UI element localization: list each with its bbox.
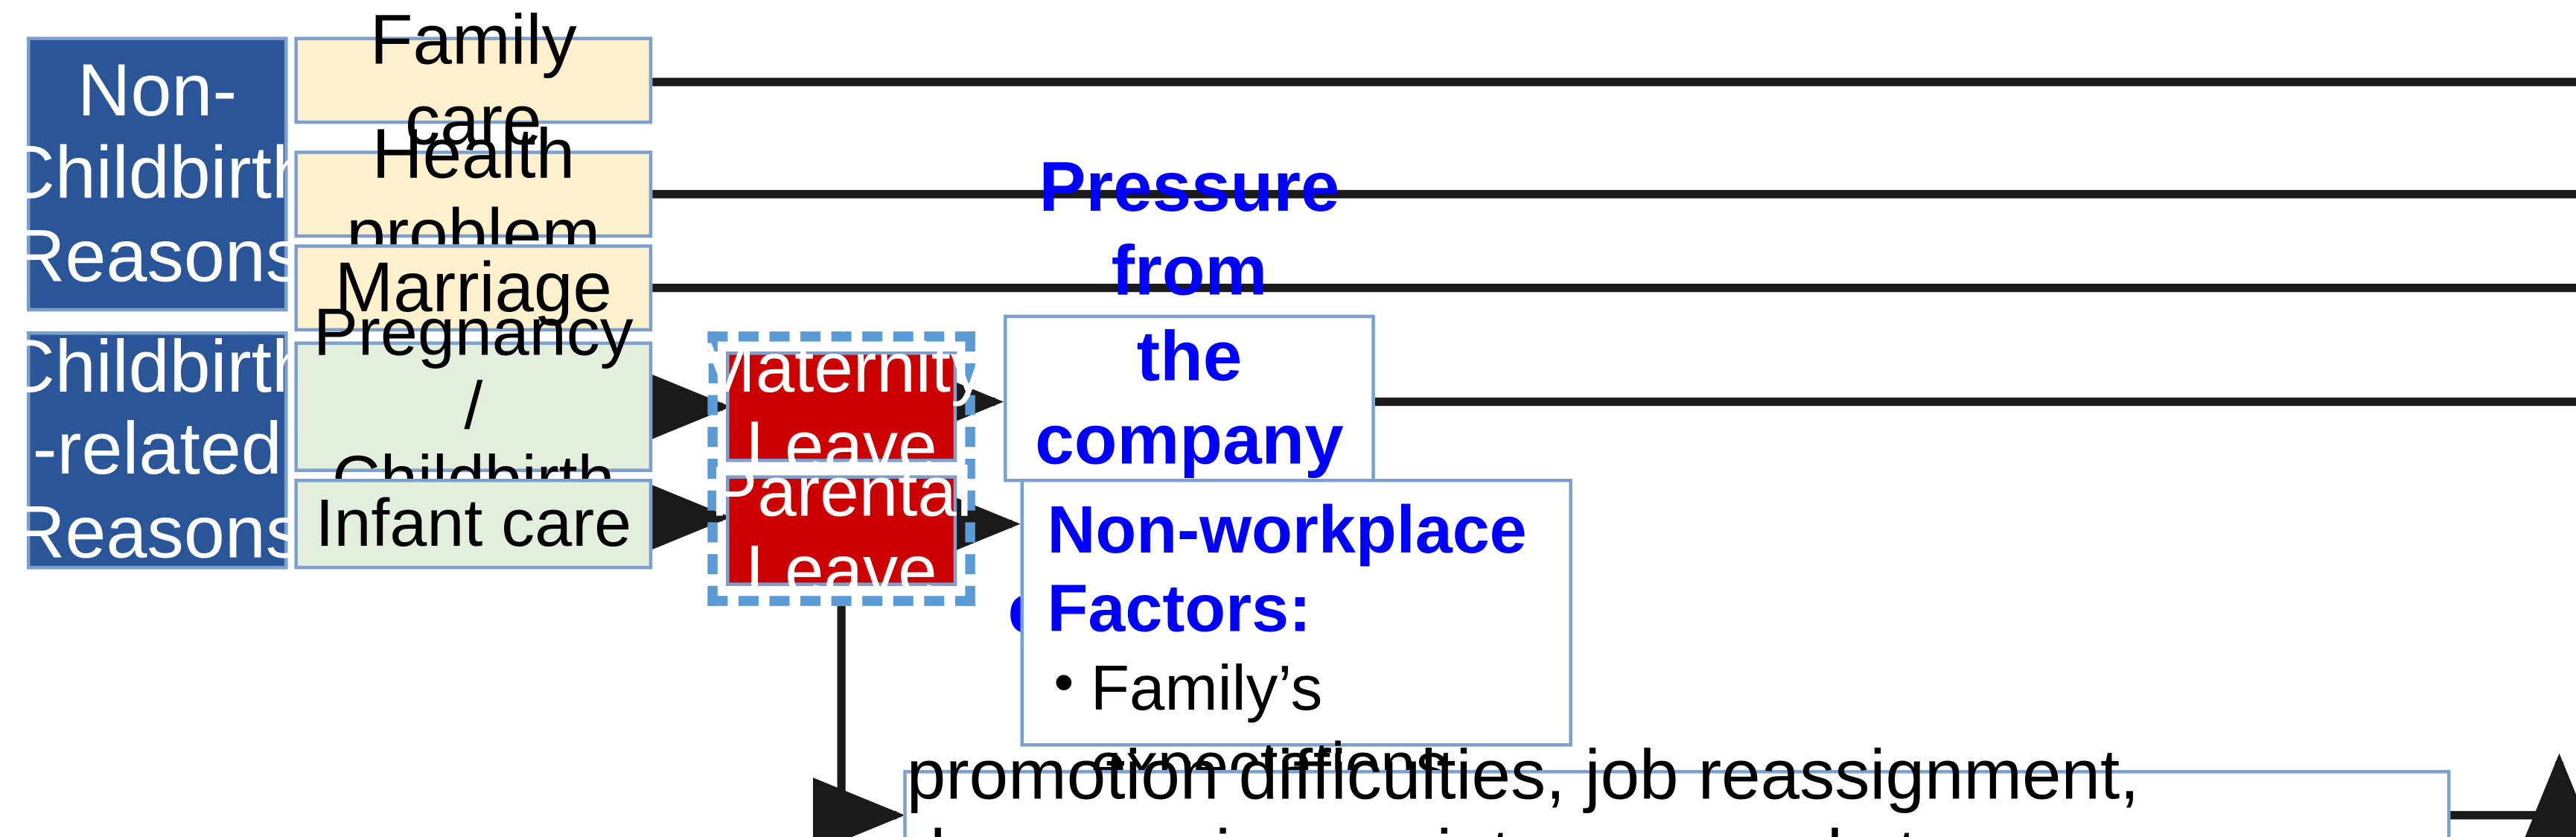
parental-leave-line1: Parental	[710, 451, 972, 531]
category-non-childbirth[interactable]: Non-Childbirth Reasons	[1, 36, 313, 312]
pressure-from-company-box[interactable]: Pressure from the company or colleagues	[1004, 147, 1375, 647]
link-stressors-to-return	[2450, 753, 2576, 837]
parental-leave-line2: Leave	[745, 530, 937, 610]
reason-pregnancy-line1: Pregnancy /	[313, 296, 634, 444]
category-childbirth-related-label: Childbirth -related Reasons	[1, 326, 313, 574]
category-childbirth-related[interactable]: Childbirth -related Reasons	[1, 327, 313, 574]
non-workplace-factors-heading: Non-workplace Factors:	[1047, 494, 1527, 647]
reason-pregnancy-childbirth[interactable]: Pregnancy / Childbirth	[294, 296, 653, 518]
reason-health-problem[interactable]: Health problem	[294, 114, 653, 273]
maternity-leave-line2: Leave	[745, 407, 937, 486]
reason-family-care[interactable]: Family care	[294, 0, 653, 159]
maternity-leave-line1: Maternity	[697, 328, 986, 407]
reason-marriage[interactable]: Marriage	[294, 244, 653, 332]
reason-infant-care[interactable]: Infant care	[294, 478, 653, 570]
reason-infant-care-label: Infant care	[315, 487, 632, 561]
non-workplace-factors-box[interactable]: Non-workplace Factors: Family’s expectat…	[1020, 478, 1572, 837]
link-leave-to-stressors	[812, 605, 905, 837]
leave-group-outline	[707, 331, 975, 606]
reason-marriage-label: Marriage	[334, 247, 612, 327]
parental-leave-box[interactable]: Parental Leave	[710, 452, 972, 609]
non-workplace-factor-item: Family’s expectations	[1047, 650, 1546, 806]
workplace-stressors-bar[interactable]: promotion difficulties, job reassignment…	[903, 735, 2451, 837]
workplace-stressors-label: promotion difficulties, job reassignment…	[906, 734, 2140, 837]
pressure-line2: the company	[1035, 315, 1344, 479]
pressure-line1: Pressure from	[1039, 147, 1340, 311]
category-non-childbirth-label: Non-Childbirth Reasons	[1, 50, 313, 298]
reason-family-care-label: Family care	[369, 0, 577, 159]
maternity-leave-box[interactable]: Maternity Leave	[697, 328, 986, 486]
